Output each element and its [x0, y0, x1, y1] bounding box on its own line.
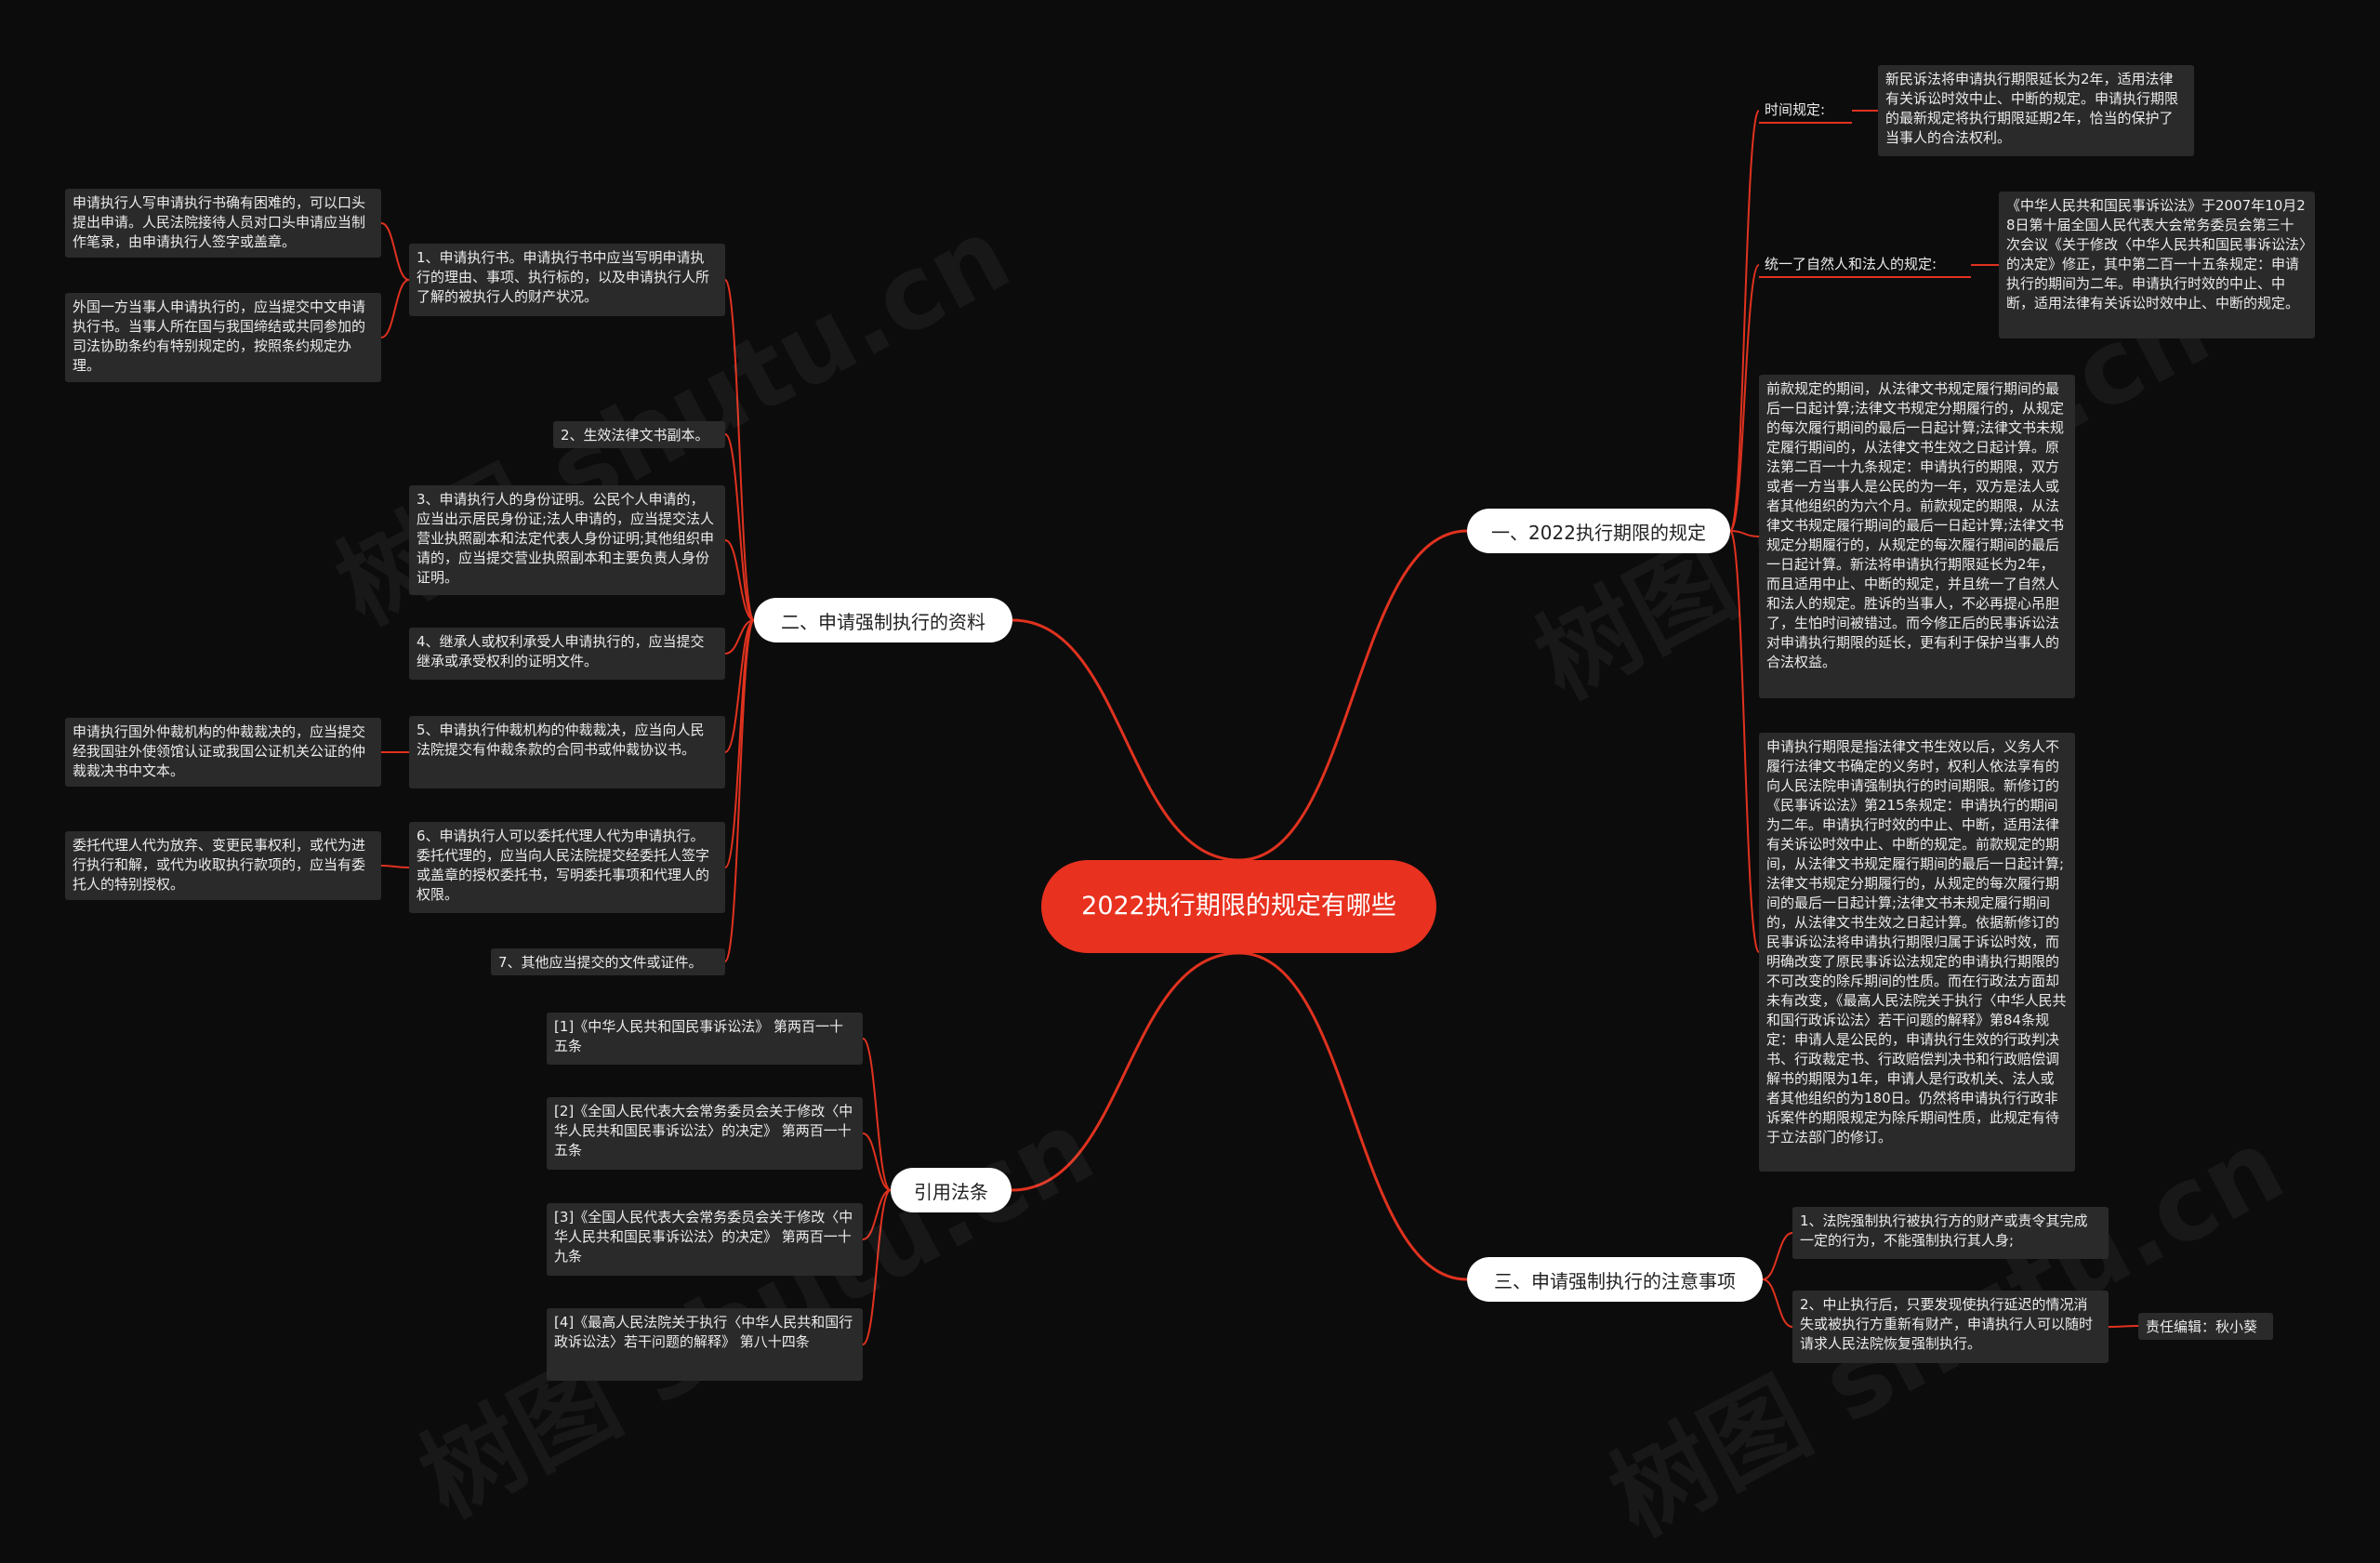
citation-item-3[interactable]: [3]《全国人民代表大会常务委员会关于修改〈中华人民共和国民事诉讼法〉的决定》 … [547, 1203, 863, 1276]
connector-line [1729, 110, 1760, 532]
connector-line [862, 1189, 892, 1240]
connector-line [1238, 529, 1468, 862]
material-note-oral-request[interactable]: 申请执行人写申请执行书确有困难的，可以口头提出申请。人民法院接待人员对口头申请应… [65, 189, 381, 258]
citation-item-2[interactable]: [2]《全国人民代表大会常务委员会关于修改〈中华人民共和国民事诉讼法〉的决定》 … [547, 1097, 863, 1170]
label-unified-rule[interactable]: 统一了自然人和法人的规定: [1765, 256, 1937, 272]
connector-line [724, 619, 755, 868]
material-item-5[interactable]: 5、申请执行仲裁机构的仲裁裁决，应当向人民法院提交有仲裁条款的合同书或仲裁协议书… [409, 716, 725, 788]
connector-line [724, 619, 755, 655]
connector-line [862, 1038, 892, 1191]
connector-line [1729, 530, 1760, 953]
connector-line [1011, 951, 1240, 1192]
material-note-foreign-party[interactable]: 外国一方当事人申请执行的，应当提交中文申请执行书。当事人所在国与我国缔结或共同参… [65, 293, 381, 382]
note-period-detail[interactable]: 前款规定的期间，从法律文书规定履行期间的最后一日起计算;法律文书规定分期履行的，… [1759, 375, 2075, 698]
material-note-foreign-arbitration[interactable]: 申请执行国外仲裁机构的仲裁裁决的，应当提交经我国驻外使领馆认证或我国公证机关公证… [65, 718, 381, 787]
branch-enforcement-materials[interactable]: 二、申请强制执行的资料 [754, 598, 1012, 642]
connector-line [1729, 530, 1760, 537]
label-time-rule[interactable]: 时间规定: [1765, 101, 1826, 118]
connector-lines [380, 110, 2139, 1345]
connector-line [1762, 1278, 1793, 1328]
material-item-1[interactable]: 1、申请执行书。申请执行书中应当写明申请执行的理由、事项、执行标的，以及申请执行… [409, 244, 725, 316]
branch-execution-period[interactable]: 一、2022执行期限的规定 [1467, 509, 1730, 553]
material-note-special-authorization[interactable]: 委托代理人代为放弃、变更民事权利，或代为进行执行和解，或代为收取执行款项的，应当… [65, 831, 381, 900]
connector-line [1012, 618, 1240, 862]
citation-item-1[interactable]: [1]《中华人民共和国民事诉讼法》 第两百一十五条 [547, 1013, 863, 1065]
branch-cited-laws[interactable]: 引用法条 [891, 1168, 1012, 1212]
connector-line [724, 279, 755, 621]
material-item-3[interactable]: 3、申请执行人的身份证明。公民个人申请的，应当出示居民身份证;法人申请的，应当提… [409, 485, 725, 595]
material-item-6[interactable]: 6、申请执行人可以委托代理人代为申请执行。委托代理的，应当向人民法院提交经委托人… [409, 822, 725, 913]
mind-map-canvas: 树图 shutu.cn 树图 shutu.cn 树图 shutu.cn 树图 s… [65, 65, 2315, 1558]
branch-enforcement-notes[interactable]: 三、申请强制执行的注意事项 [1467, 1257, 1763, 1302]
note-unified-rule[interactable]: 《中华人民共和国民事诉讼法》于2007年10月28日第十届全国人民代表大会常务委… [1999, 192, 2315, 338]
connector-line [862, 1133, 892, 1191]
notice-item-2[interactable]: 2、中止执行后，只要发现使执行延迟的情况消失或被执行方重新有财产，申请执行人可以… [1792, 1291, 2109, 1363]
material-item-2[interactable]: 2、生效法律文书副本。 [553, 421, 725, 448]
notice-item-1[interactable]: 1、法院强制执行被执行方的财产或责令其完成一定的行为，不能强制执行其人身; [1792, 1207, 2109, 1259]
connector-line [862, 1189, 892, 1345]
connector-line [724, 619, 755, 962]
root-topic[interactable]: 2022执行期限的规定有哪些 [1041, 860, 1436, 953]
editor-note[interactable]: 责任编辑：秋小葵 [2138, 1313, 2273, 1340]
connector-line [380, 279, 410, 338]
material-item-7[interactable]: 7、其他应当提交的文件或证件。 [491, 948, 725, 975]
connector-line [1762, 1232, 1793, 1280]
connector-line [1729, 264, 1760, 532]
connector-line [380, 222, 410, 281]
note-period-definition[interactable]: 申请执行期限是指法律文书生效以后，义务人不履行法律文书确定的义务时，权利人依法享… [1759, 733, 2075, 1172]
material-item-4[interactable]: 4、继承人或权利承受人申请执行的，应当提交继承或承受权利的证明文件。 [409, 628, 725, 680]
connector-line [724, 433, 755, 621]
note-time-rule[interactable]: 新民诉法将申请执行期限延长为2年，适用法律有关诉讼时效中止、中断的规定。申请执行… [1878, 65, 2194, 156]
connector-line [2108, 1325, 2139, 1328]
connector-line [724, 619, 755, 753]
connector-line [1238, 951, 1468, 1281]
connector-line [380, 865, 410, 868]
citation-item-4[interactable]: [4]《最高人民法院关于执行〈中华人民共和国行政诉讼法〉若干问题的解释》 第八十… [547, 1308, 863, 1381]
connector-line [724, 539, 755, 621]
